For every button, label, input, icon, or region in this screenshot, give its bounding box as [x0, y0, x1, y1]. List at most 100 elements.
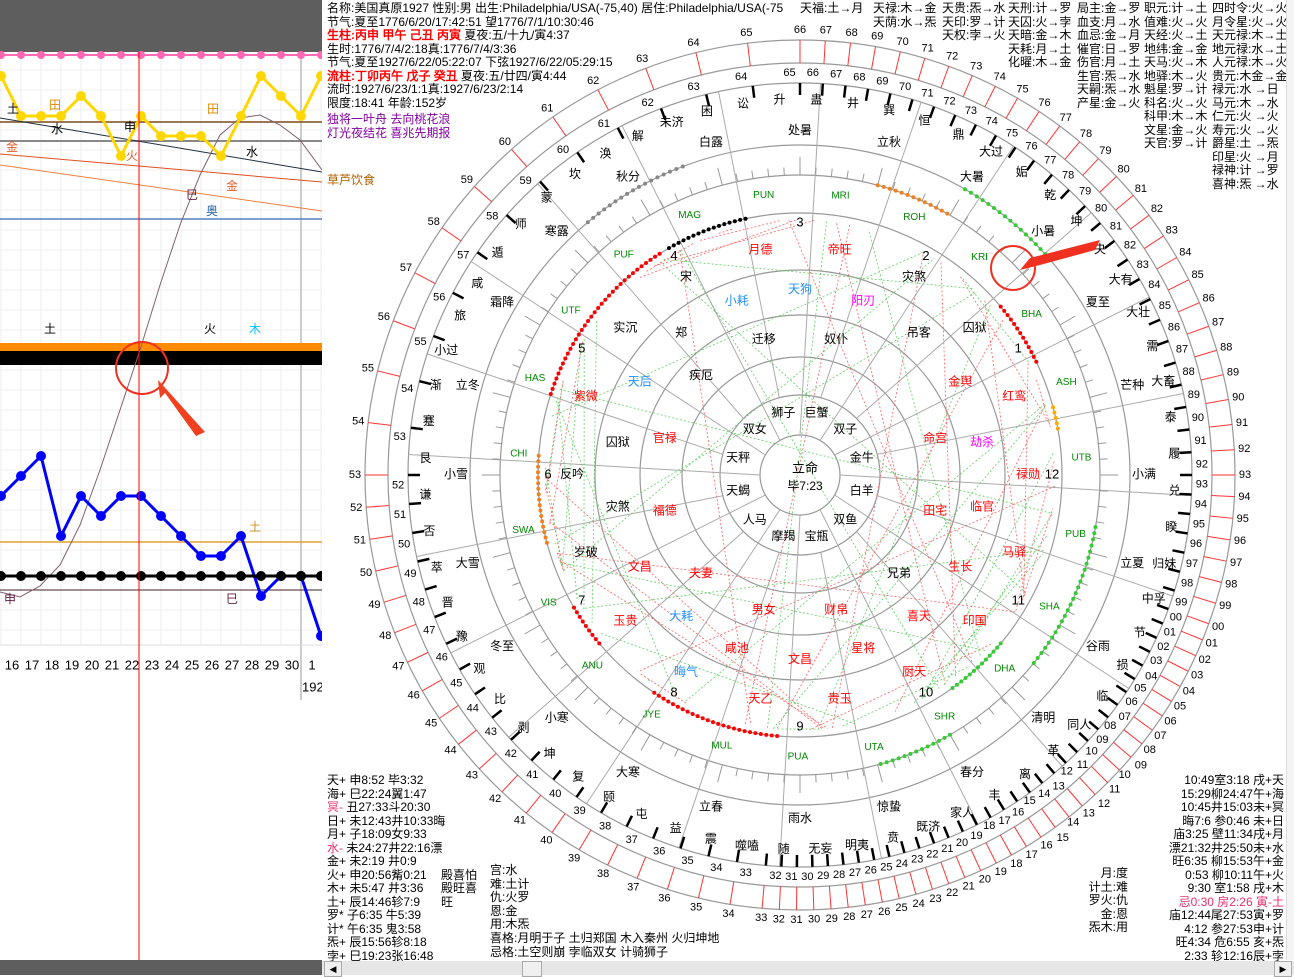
star-table-cell: 生官:炁→水	[1077, 70, 1140, 84]
degree-tick	[519, 350, 526, 353]
degree-tick	[1060, 625, 1076, 634]
flow-planet-position: 0:53 柳10:11午+	[1185, 868, 1272, 882]
inner-ring-number: 64	[735, 71, 747, 83]
hexagram-label: 同人	[1067, 717, 1091, 731]
planet-trail-dot	[1088, 550, 1092, 554]
aspect-line	[680, 250, 751, 725]
ring-tick	[1187, 326, 1209, 334]
year-label: 192	[302, 679, 322, 694]
house-number: 8	[670, 685, 677, 700]
black-point	[296, 571, 306, 581]
planet-trail-dot	[596, 306, 600, 310]
aspect-line	[646, 244, 693, 272]
inner-ring-number: 35	[681, 855, 693, 867]
ring-tick	[824, 41, 825, 64]
aspect-line	[558, 396, 577, 599]
planet-trail-dot	[707, 227, 711, 231]
mansion-tick	[653, 827, 657, 838]
mansion-tick	[1076, 206, 1085, 214]
outer-ring-number: 47	[392, 660, 404, 672]
star-table-col1: 天福:土→月	[800, 2, 863, 16]
aspect-line	[1016, 460, 1055, 611]
outer-ring-number: 73	[970, 60, 982, 72]
planet-trail-dot	[903, 754, 907, 758]
planet-trail-dot	[770, 733, 774, 737]
planet-trail-dot	[691, 712, 695, 716]
palace-label: 田宅	[923, 502, 947, 517]
planet-trail-dot	[676, 705, 680, 709]
house-spoke	[820, 510, 978, 825]
outer-ring-number: 05	[1174, 701, 1186, 713]
planet-symbol: 水-	[327, 841, 343, 855]
yellow-point	[236, 111, 246, 121]
degree-tick	[718, 765, 723, 782]
hexagram-label: 丰	[989, 788, 1001, 802]
day-label: 19	[65, 657, 79, 672]
inner-ring-number: 92	[1196, 458, 1208, 470]
degree-tick	[1074, 597, 1081, 600]
house-spoke	[877, 393, 1183, 454]
hexagram-label: 井	[847, 96, 859, 110]
vertical-scrollbar[interactable]	[1286, 0, 1294, 960]
star-table-cell: 仁元:火 →火	[1212, 110, 1287, 124]
star-table-cell: 天印:罗→计	[942, 16, 1005, 30]
horizontal-scrollbar[interactable]: ◀ ▶	[322, 961, 1294, 975]
mansion-tick	[1157, 341, 1168, 345]
planet-trail-dot	[1043, 252, 1047, 256]
planet-trail-dot	[1066, 608, 1070, 612]
aspect-line	[560, 560, 828, 728]
mansion-tick	[553, 770, 561, 779]
degree-tick	[922, 749, 925, 756]
star-table-cell: 天经:火→土	[1144, 29, 1207, 43]
inner-ring-number: 65	[783, 67, 795, 79]
inner-ring-number: 78	[1062, 169, 1074, 181]
planet-row: 日+ 未12:43井10:33晦	[327, 815, 445, 829]
chart-marker: 申	[124, 120, 136, 134]
planet-trail-dot	[587, 628, 591, 632]
hexagram-label: 否	[423, 524, 435, 538]
hexagram-label: 家人	[950, 804, 974, 819]
inner-ring-number: 38	[599, 821, 611, 833]
inner-ring-number: 80	[1095, 203, 1107, 215]
aspect-line	[789, 220, 973, 663]
planet-trail-dot	[577, 333, 581, 337]
birth-pillars: 生柱:丙申 甲午 己丑 丙寅 夏夜:五/十九/寅4:37	[327, 29, 570, 43]
ring-tick	[1152, 689, 1172, 701]
day-label: 20	[85, 657, 99, 672]
outer-ring-number: 91	[1236, 417, 1248, 429]
outer-ring-number: 40	[540, 835, 552, 847]
aspect-line	[562, 344, 581, 567]
house-number: 3	[796, 214, 803, 229]
aspect-line	[583, 550, 1044, 608]
outer-ring-number: 16	[1040, 839, 1052, 851]
inner-ring-number: 09	[1096, 734, 1108, 746]
degree-tick	[526, 335, 533, 339]
mansion-tick	[872, 848, 874, 860]
planet-trail-dot	[940, 209, 944, 213]
planet-trail-dot	[929, 203, 933, 207]
flow-planet-position: 15:29柳24:47午+	[1181, 787, 1272, 801]
mansion-tick	[887, 845, 890, 857]
planet-position: 未5:47 井3:36	[346, 881, 423, 895]
star-table-cell: 贵元:木金→金	[1212, 70, 1287, 84]
planet-trail-dot	[536, 465, 540, 469]
outer-ring-number: 10	[1119, 769, 1131, 781]
ring-tick	[1168, 280, 1189, 290]
mansion-tick	[1023, 783, 1030, 793]
yellow-point	[56, 111, 66, 121]
hexagram-label: 豫	[456, 629, 468, 643]
mansion-tick	[531, 752, 539, 761]
planet-trail-dot	[727, 725, 731, 729]
planet-trail-dot	[581, 620, 585, 624]
degree-tick	[976, 226, 981, 232]
outer-ring-number: 51	[354, 535, 366, 547]
degree-tick	[1001, 698, 1006, 704]
hexagram-label: 颐	[603, 790, 615, 804]
nakshatra-label: PUB	[1065, 529, 1086, 540]
inner-ring-number: 30	[801, 871, 813, 883]
flow-pillars: 流柱:丁卯丙午 戊子 癸丑 夏夜:五/廿四/寅4:44	[327, 70, 566, 84]
inner-ring-number: 77	[1044, 154, 1056, 166]
ring-tick	[1000, 835, 1011, 855]
